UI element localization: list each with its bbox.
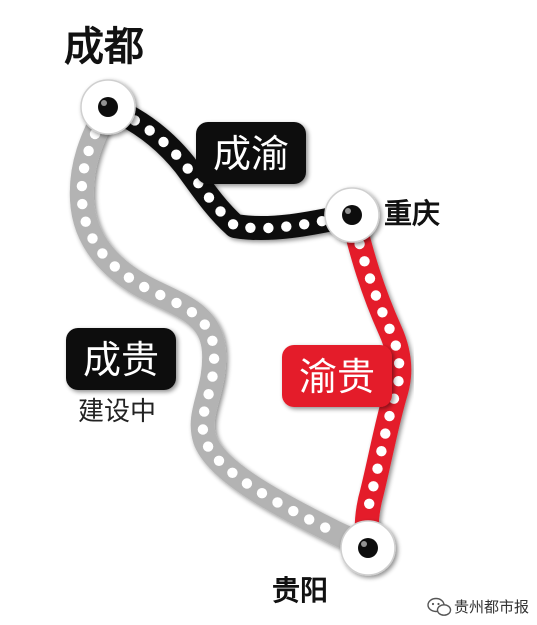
yugui-rail-dot bbox=[364, 498, 375, 509]
wechat-icon bbox=[427, 597, 452, 616]
tag-chenggui: 成贵 bbox=[66, 328, 176, 390]
chenggui-rail-dot bbox=[256, 488, 268, 499]
city-label-guiyang: 贵阳 bbox=[272, 574, 328, 607]
yugui-rail-dot bbox=[370, 290, 382, 301]
chenggui-rail-dot bbox=[199, 319, 210, 330]
chengyu-rail-dot bbox=[299, 219, 310, 230]
chenggui-rail-dot bbox=[87, 233, 98, 244]
chengyu-rail-dot bbox=[215, 206, 226, 217]
station-chengdu bbox=[80, 79, 136, 135]
chenggui-rail-dot bbox=[77, 198, 88, 210]
stations bbox=[80, 79, 396, 576]
yugui-rail-dot bbox=[393, 358, 405, 369]
yugui-rail-dot bbox=[384, 410, 395, 422]
chenggui-rail-dot bbox=[83, 145, 94, 157]
yugui-rail-dot bbox=[390, 340, 401, 351]
watermark-text: 贵州都市报 bbox=[454, 598, 529, 616]
yugui-rail-dot bbox=[380, 428, 391, 439]
chenggui-rail-dot bbox=[304, 514, 315, 525]
tag-label-yugui: 渝贵 bbox=[299, 355, 375, 399]
chenggui-rail-dot bbox=[207, 371, 218, 382]
chengyu-rail-dot bbox=[245, 222, 256, 233]
chenggui-rail-dot bbox=[199, 406, 210, 417]
tag-chengyu: 成渝 bbox=[196, 122, 306, 184]
chenggui-rail-dot bbox=[197, 424, 209, 435]
chenggui-rail-dot bbox=[227, 467, 238, 478]
tag-label-chenggui: 成贵 bbox=[83, 338, 159, 382]
yugui-rail-dot bbox=[376, 446, 387, 457]
yugui-rail-dot bbox=[359, 256, 370, 267]
chenggui-rail-dot bbox=[320, 522, 331, 533]
station-guiyang bbox=[340, 520, 396, 576]
chenggui-rail-dot bbox=[80, 216, 91, 227]
chenggui-rail-dot bbox=[208, 353, 220, 364]
chenggui-rail-dot bbox=[109, 261, 121, 272]
chenggui-rail-dot bbox=[288, 505, 299, 517]
chengyu-rail-dot bbox=[158, 136, 169, 148]
chenggui-rail-dot bbox=[186, 307, 198, 318]
chenggui-rail-dot bbox=[76, 180, 88, 192]
chengyu-rail-dot bbox=[203, 192, 215, 203]
yugui-rail-dot bbox=[384, 323, 395, 334]
chenggui-rail-dot bbox=[213, 455, 225, 466]
tag-yugui: 渝贵 bbox=[282, 345, 392, 407]
chengyu-rail-dot bbox=[263, 222, 274, 234]
chenggui-rail-dot bbox=[203, 389, 214, 400]
city-label-chongqing: 重庆 bbox=[384, 197, 440, 230]
chengyu-rail-dot bbox=[227, 219, 239, 230]
watermark: 贵州都市报 bbox=[427, 597, 529, 616]
chenggui-rail-dot bbox=[78, 163, 90, 174]
rail-dots bbox=[76, 115, 405, 533]
station-chongqing bbox=[324, 187, 380, 243]
chenggui-rail-dot bbox=[207, 335, 218, 346]
chenggui-rail-dot bbox=[97, 248, 108, 259]
chengyu-rail-dot bbox=[182, 163, 193, 174]
chenggui-rail-dot bbox=[202, 441, 214, 452]
status-label-chenggui: 建设中 bbox=[78, 397, 156, 427]
yugui-rail-dot bbox=[393, 376, 404, 387]
chenggui-rail-dot bbox=[241, 478, 253, 489]
chenggui-rail-dot bbox=[155, 289, 166, 301]
chenggui-rail-dot bbox=[139, 281, 150, 293]
chengyu-rail-dot bbox=[171, 149, 182, 160]
chengyu-rail-dot bbox=[281, 221, 292, 232]
chenggui-rail-dot bbox=[123, 272, 135, 283]
chengyu-rail-dot bbox=[144, 125, 155, 136]
yugui-rail-dot bbox=[364, 273, 376, 284]
yugui-rail-dot bbox=[377, 307, 388, 318]
yugui-rail-dot bbox=[368, 481, 379, 492]
yugui-rail-dot bbox=[372, 463, 383, 474]
chenggui-rail-dot bbox=[171, 297, 182, 309]
tag-label-chengyu: 成渝 bbox=[213, 132, 289, 176]
chenggui-rail-dot bbox=[272, 497, 283, 508]
city-label-chengdu: 成都 bbox=[64, 24, 144, 70]
